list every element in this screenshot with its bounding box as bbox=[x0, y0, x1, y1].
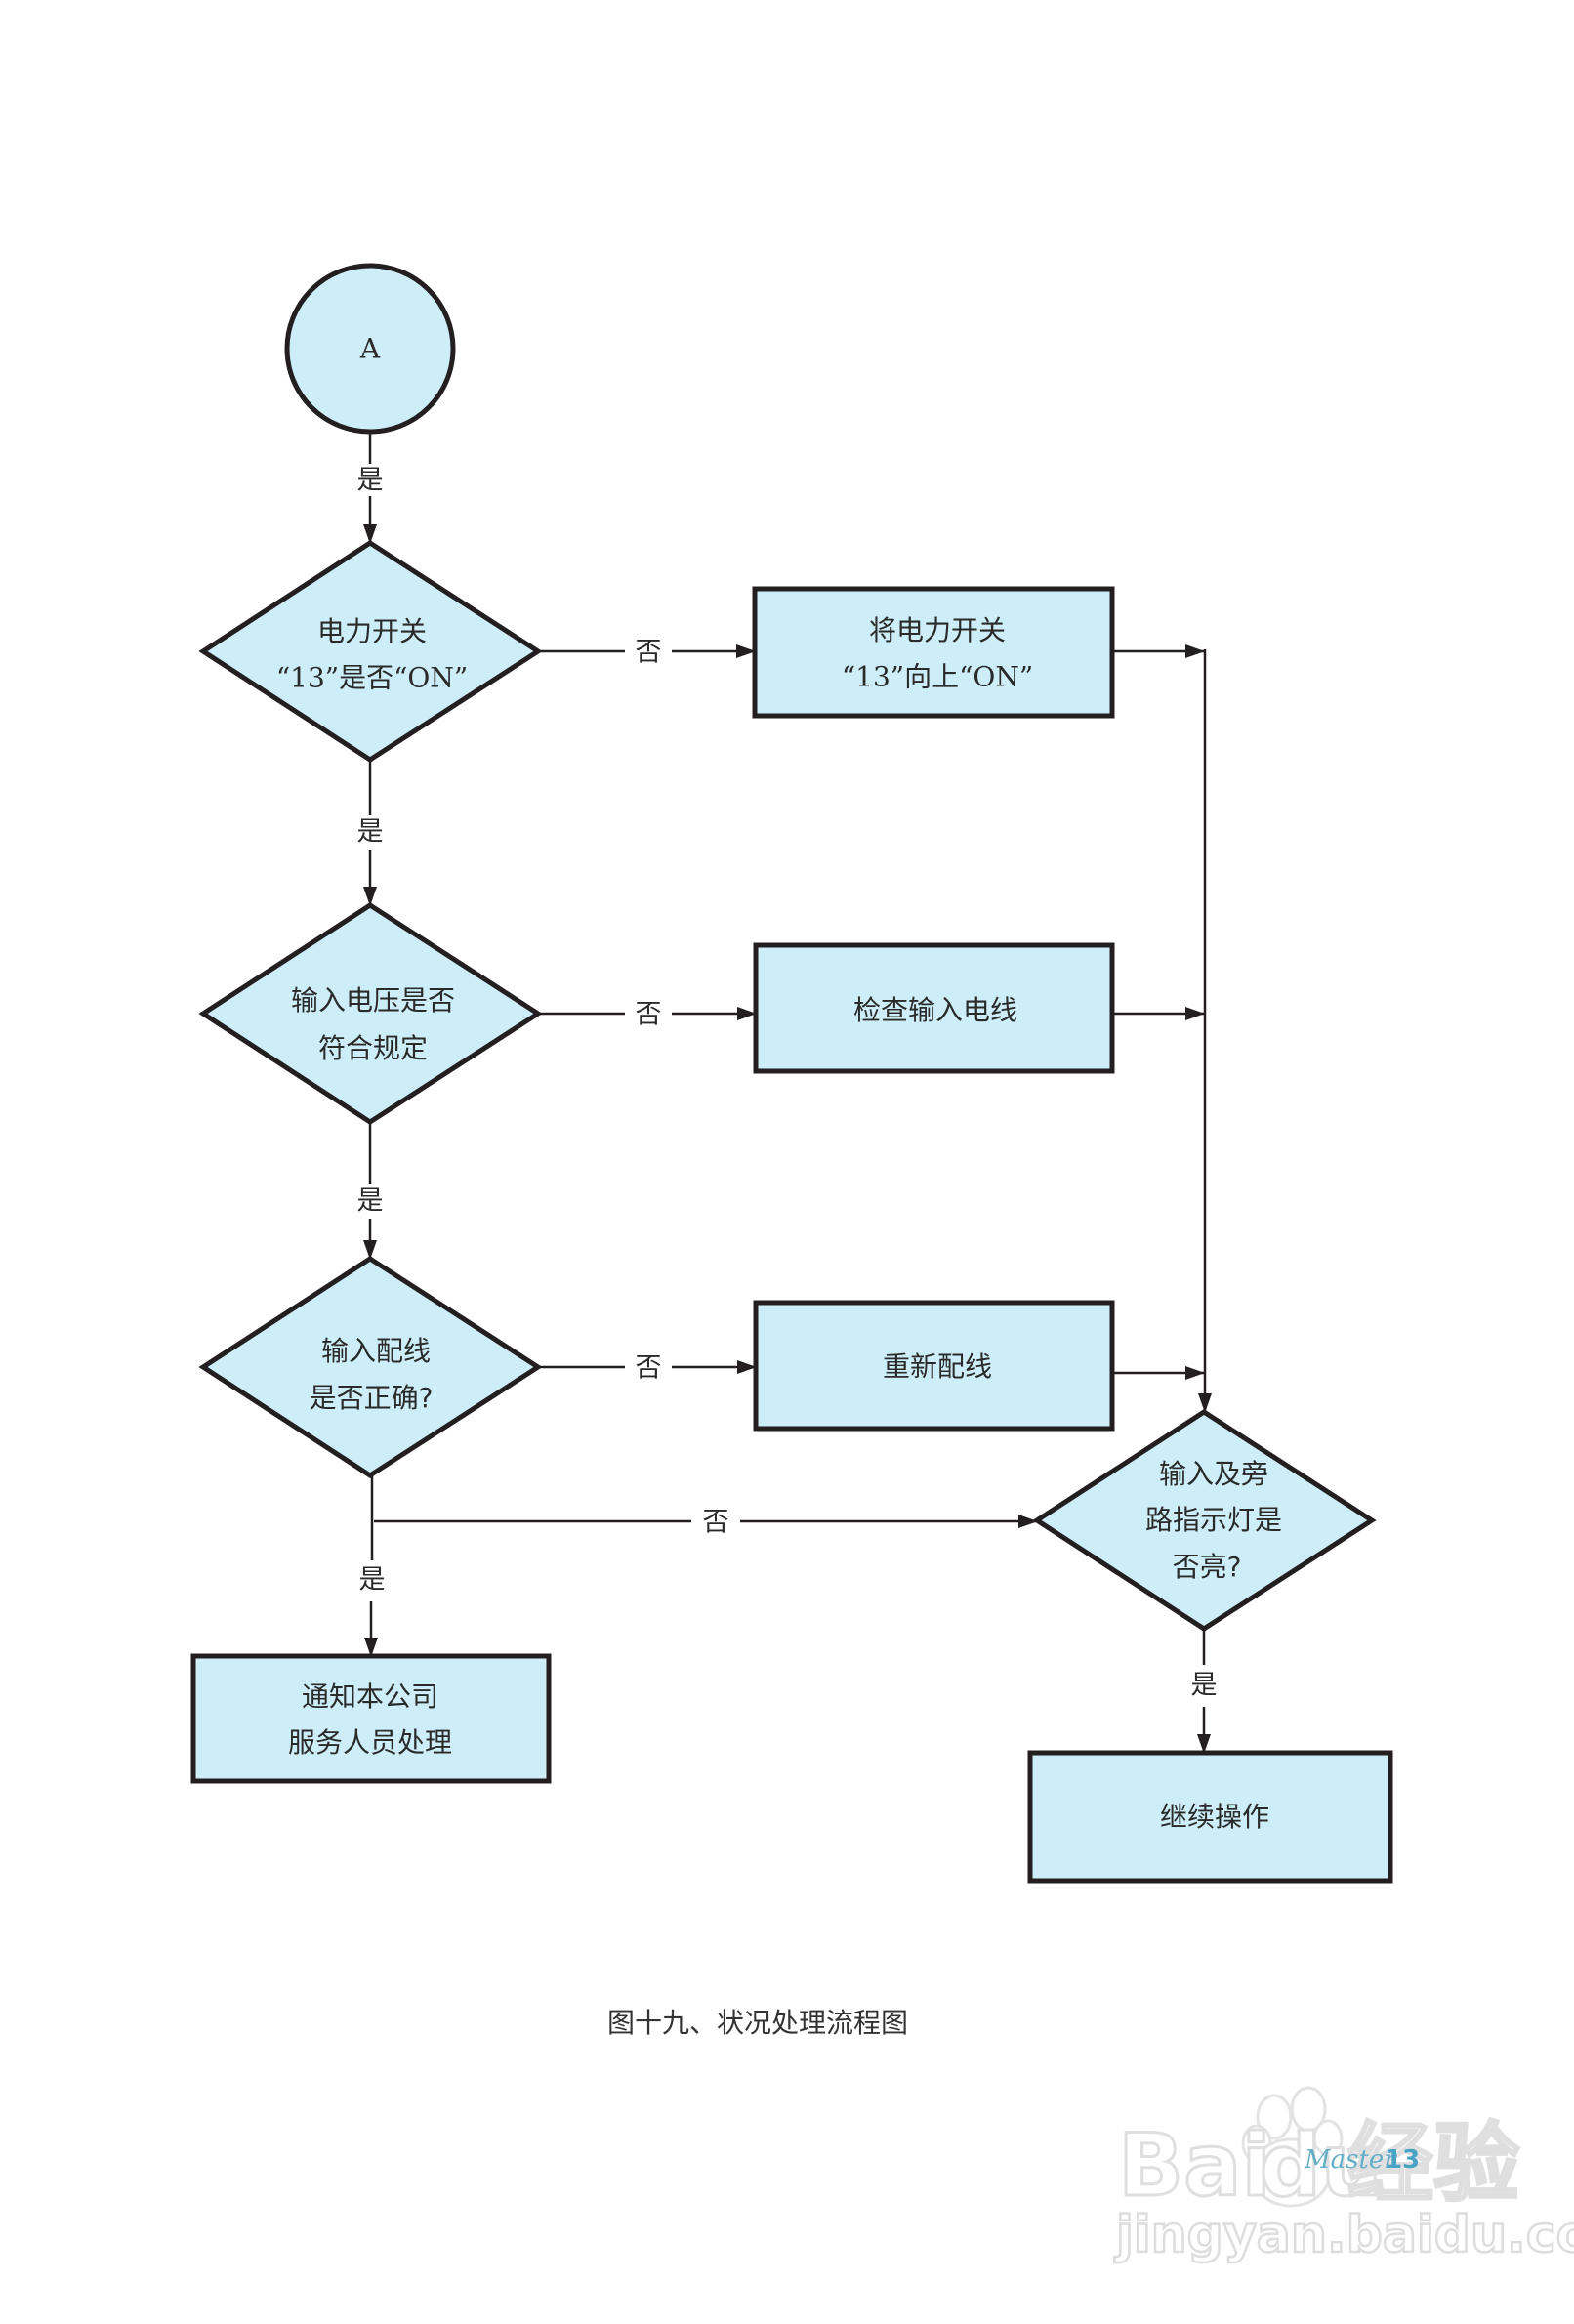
node-text-line: 输入电压是否 bbox=[291, 984, 455, 1017]
node-text-line: 继续操作 bbox=[1160, 1801, 1269, 1833]
node-process-turn-on: 将电力开关 “13”向上“ON” bbox=[752, 586, 1115, 719]
watermark-url: jingyan.baidu.com bbox=[1114, 2206, 1574, 2264]
node-text-line: 输入配线 bbox=[321, 1335, 431, 1367]
edge-label-voltage-no: 否 bbox=[636, 1000, 662, 1030]
node-process-rewire: 重新配线 bbox=[753, 1300, 1115, 1432]
page-number: 13 bbox=[1385, 2145, 1420, 2175]
edge-label-wiring-no-indicator: 否 bbox=[703, 1508, 729, 1538]
edge-label-wiring-yes: 是 bbox=[359, 1565, 386, 1596]
edge-label-power-switch-yes: 是 bbox=[357, 817, 384, 848]
node-decision-voltage: 输入电压是否 符合规定 bbox=[198, 902, 543, 1125]
node-process-notify: 通知本公司 服务人员处理 bbox=[190, 1653, 552, 1784]
edge-label-power-switch-no: 否 bbox=[636, 638, 662, 668]
node-text-line: 符合规定 bbox=[318, 1032, 428, 1064]
node-text-line: “13”向上“ON” bbox=[842, 661, 1033, 693]
node-text-line: 是否正确? bbox=[310, 1382, 434, 1414]
edge-labels: 是 否 是 否 是 否 否 是 是 bbox=[357, 466, 1218, 1701]
node-text-line: 电力开关 bbox=[317, 615, 427, 647]
node-text-line: 检查输入电线 bbox=[853, 994, 1017, 1026]
figure-caption: 图十九、状况处理流程图 bbox=[607, 2007, 908, 2039]
watermark-header-text: Master bbox=[1304, 2145, 1397, 2175]
node-text-line: 重新配线 bbox=[883, 1350, 992, 1383]
paw-icon bbox=[1241, 2086, 1344, 2208]
node-text-line: 通知本公司 bbox=[302, 1681, 438, 1713]
node-text-line: 路指示灯是 bbox=[1145, 1504, 1282, 1536]
node-text-line: “13”是否“ON” bbox=[276, 662, 468, 694]
node-decision-power-switch: 电力开关 “13”是否“ON” bbox=[198, 540, 543, 763]
node-decision-wiring: 输入配线 是否正确? bbox=[198, 1256, 543, 1478]
node-process-check-wire: 检查输入电线 bbox=[753, 942, 1115, 1074]
watermark-brand-cn: 经验 bbox=[1347, 2113, 1519, 2214]
baidu-watermark: Bai du 经验 jingyan.baidu.com Master 13 bbox=[1113, 2086, 1574, 2265]
watermark-brand-left: Bai bbox=[1118, 2115, 1271, 2216]
node-text-line: 输入及旁 bbox=[1159, 1458, 1268, 1490]
edge-label-wiring-no: 否 bbox=[636, 1353, 662, 1384]
watermark-brand-right: du bbox=[1260, 2115, 1383, 2216]
node-text-line: 将电力开关 bbox=[869, 614, 1006, 646]
node-start: A bbox=[284, 263, 456, 435]
node-decision-indicator: 输入及旁 路指示灯是 否亮? bbox=[1032, 1409, 1377, 1632]
node-text-line: 否亮? bbox=[1173, 1551, 1242, 1583]
edge-label-indicator-yes: 是 bbox=[1191, 1671, 1218, 1701]
node-text-line: 服务人员处理 bbox=[288, 1726, 452, 1759]
node-start-label: A bbox=[359, 333, 381, 365]
edge-label-voltage-yes: 是 bbox=[357, 1186, 384, 1217]
connectors bbox=[363, 432, 1212, 1754]
node-process-continue: 继续操作 bbox=[1027, 1750, 1393, 1884]
edge-label-start-yes: 是 bbox=[357, 466, 384, 496]
